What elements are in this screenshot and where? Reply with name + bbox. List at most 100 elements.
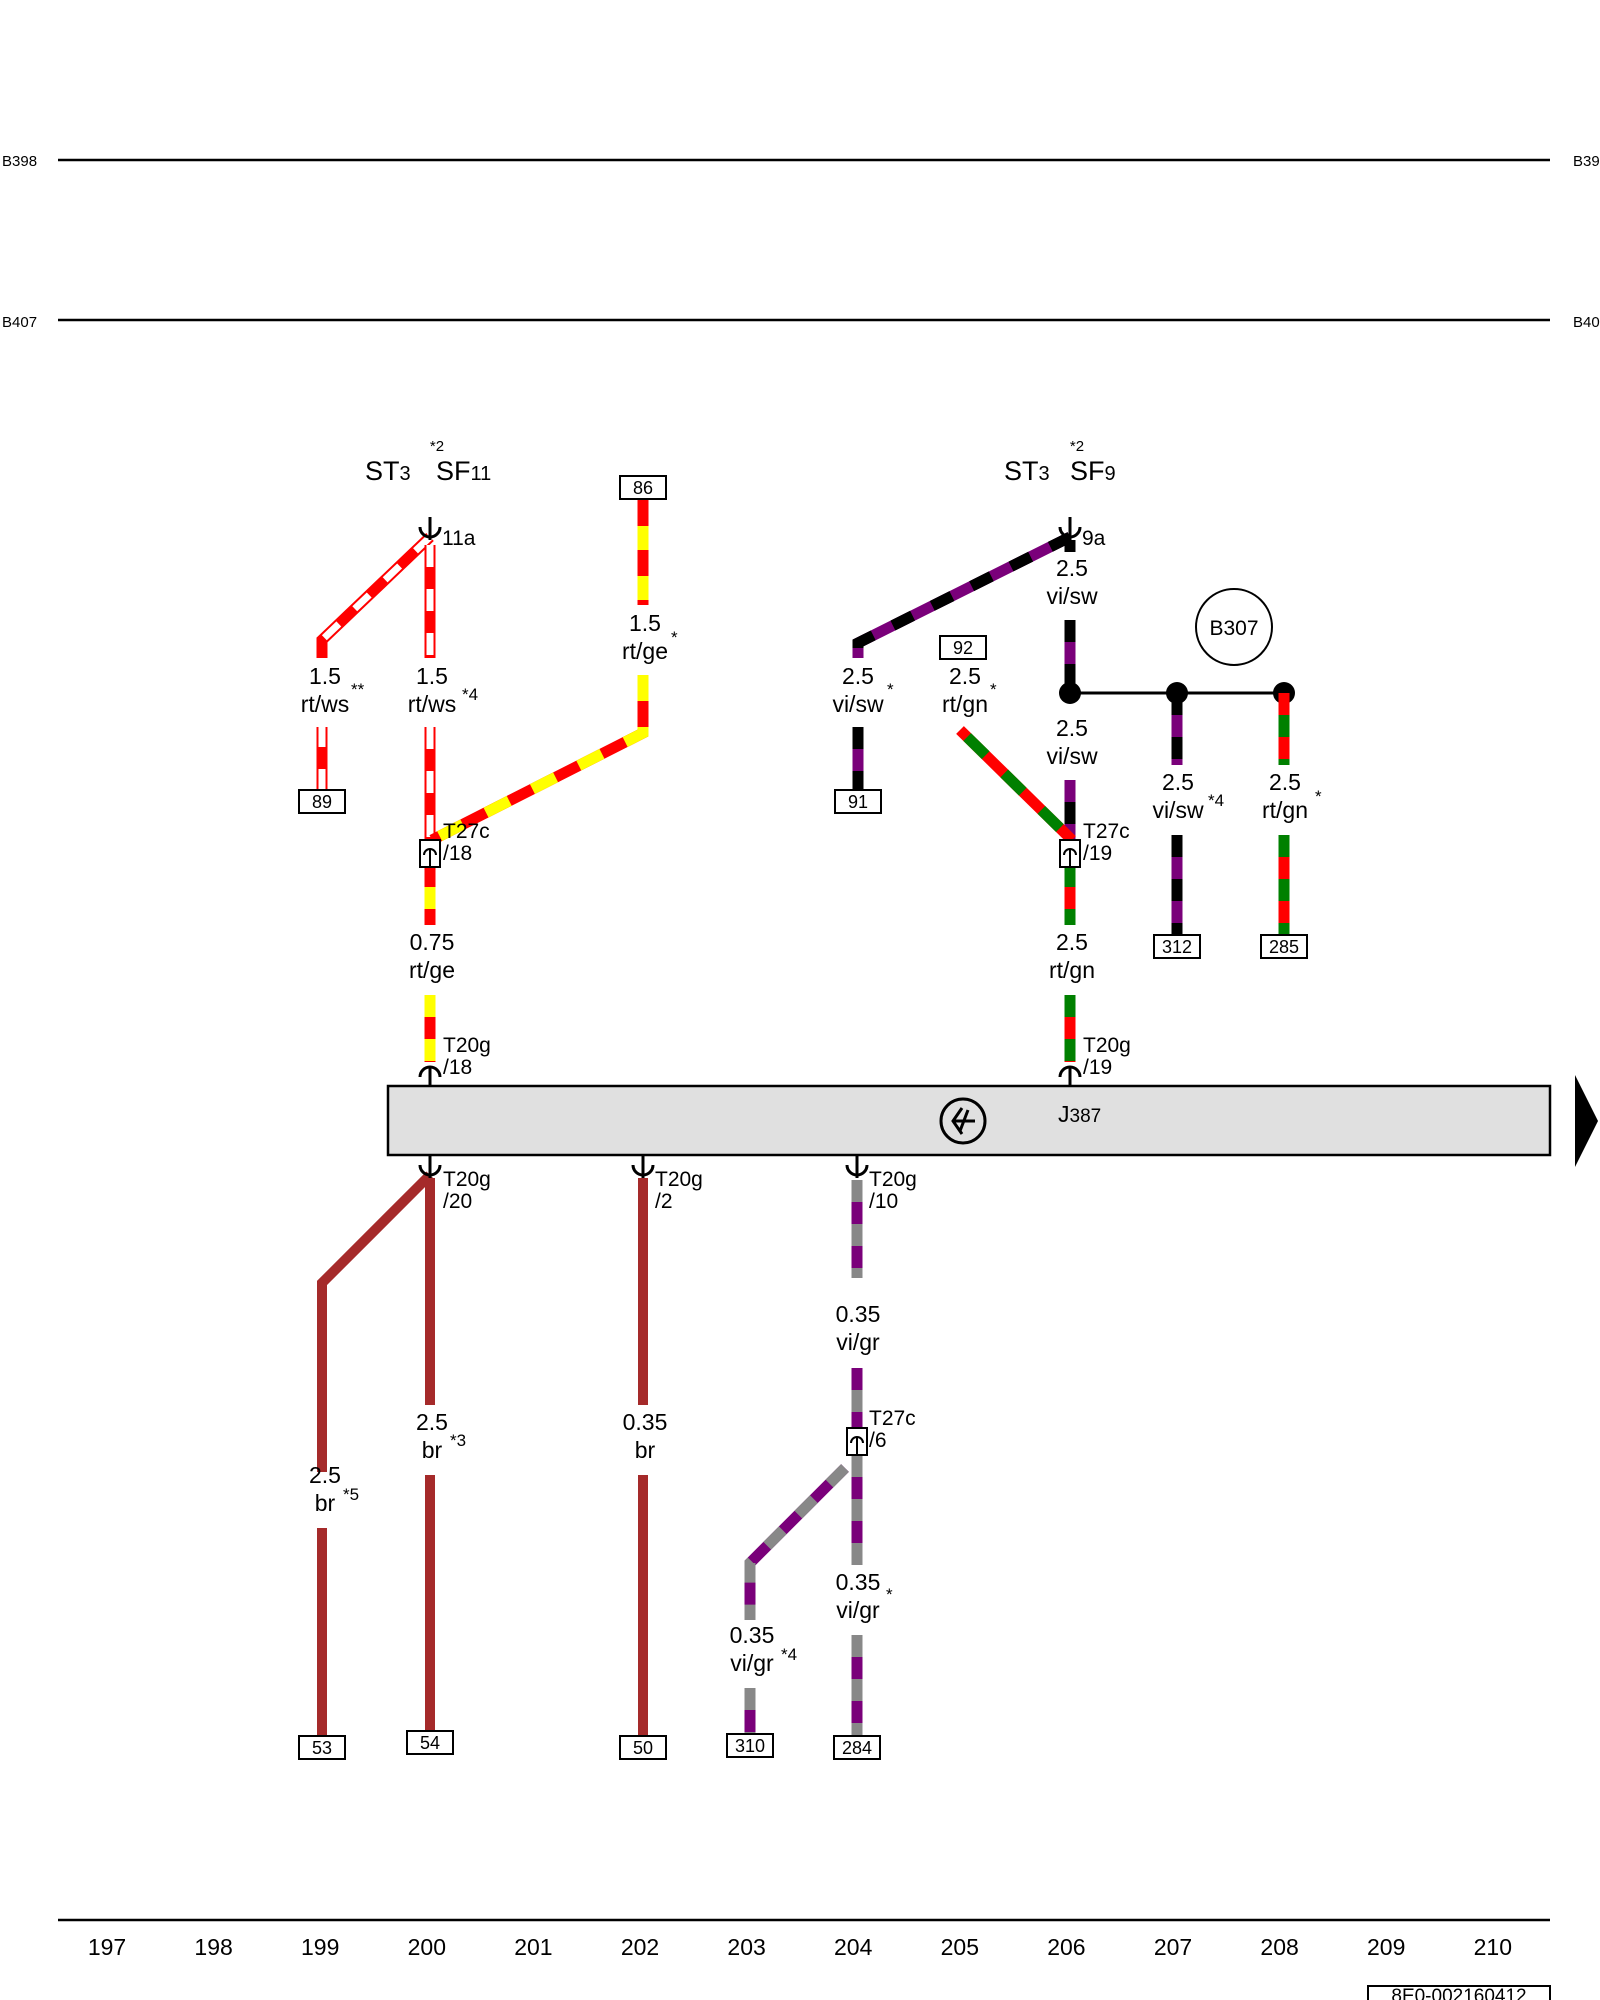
column-number: 200	[408, 1934, 446, 1960]
svg-text:86: 86	[633, 478, 653, 498]
svg-text:2.5: 2.5	[1056, 555, 1088, 581]
connector-t27c-19-label: T27c /19	[1083, 820, 1130, 865]
svg-text:91: 91	[848, 792, 868, 812]
connector-t20g-18-icon	[418, 1065, 442, 1086]
column-number: 210	[1474, 1934, 1512, 1960]
ref-box-91: 91	[834, 789, 882, 814]
svg-text:/19: /19	[1083, 842, 1112, 865]
wire-rt-ge-86	[429, 500, 649, 845]
svg-text:1.5: 1.5	[309, 663, 341, 689]
svg-text:T20g: T20g	[443, 1168, 491, 1191]
svg-text:vi/gr: vi/gr	[836, 1329, 880, 1355]
connector-t20g-20-icon	[418, 1155, 442, 1178]
ref-box-53: 53	[298, 1735, 346, 1760]
svg-text:2.5: 2.5	[949, 663, 981, 689]
connector-t20g-18-label: T20g /18	[443, 1034, 491, 1079]
svg-text:0.35: 0.35	[623, 1409, 668, 1435]
svg-text:rt/gn: rt/gn	[1262, 797, 1308, 823]
svg-text:/18: /18	[443, 1056, 472, 1079]
rail-b398-right-label: B39	[1573, 153, 1600, 170]
column-number: 208	[1260, 1934, 1298, 1960]
connector-box-t27c-19-icon	[1059, 839, 1081, 868]
connector-box-t27c-6-icon	[846, 1427, 868, 1456]
svg-text:/18: /18	[443, 842, 472, 865]
column-number: 197	[88, 1934, 126, 1960]
wire-label-w2: 1.5 rt/ws *4	[408, 663, 478, 717]
column-number: 209	[1367, 1934, 1405, 1960]
svg-text:*: *	[887, 680, 894, 699]
fuse-sf9-st: ST3	[1004, 456, 1050, 486]
wire-label-w16: 0.35 vi/gr *4	[730, 1622, 797, 1676]
wire-label-w7: 2.5 rt/gn *	[942, 663, 997, 717]
wire-label-w3: 1.5 rt/ge *	[622, 610, 678, 664]
svg-text:vi/gr: vi/gr	[730, 1650, 774, 1676]
svg-text:54: 54	[420, 1733, 440, 1753]
svg-text:2.5: 2.5	[1162, 769, 1194, 795]
svg-text:1.5: 1.5	[629, 610, 661, 636]
column-number: 206	[1047, 1934, 1085, 1960]
electronic-component-icon	[939, 1097, 987, 1145]
ref-box-285: 285	[1260, 934, 1308, 959]
wire-label-w4: 0.75 rt/ge	[409, 929, 455, 983]
wire-vi-sw-diagonal	[852, 532, 1073, 790]
svg-text:310: 310	[735, 1736, 765, 1756]
connector-t20g-10-icon	[845, 1155, 869, 1178]
svg-text:rt/gn: rt/gn	[1049, 957, 1095, 983]
fuse-sf11-pin: 11a	[442, 527, 476, 550]
column-number: 201	[514, 1934, 552, 1960]
svg-text:50: 50	[633, 1738, 653, 1758]
fuse-sf9-sf: SF9	[1070, 456, 1116, 486]
svg-text:284: 284	[842, 1738, 872, 1758]
svg-text:2.5: 2.5	[1269, 769, 1301, 795]
fuse-sf9: *2 ST3 SF9 9a	[1004, 438, 1116, 550]
svg-text:/20: /20	[443, 1190, 472, 1213]
svg-text:*: *	[990, 680, 997, 699]
svg-text:89: 89	[312, 792, 332, 812]
connector-t27c-6-label: T27c /6	[869, 1407, 916, 1452]
connector-t20g-10-label: T20g /10	[869, 1168, 917, 1213]
ref-box-86: 86	[619, 475, 667, 500]
svg-text:T20g: T20g	[1083, 1034, 1131, 1057]
svg-text:vi/sw: vi/sw	[832, 691, 884, 717]
svg-text:*4: *4	[462, 685, 478, 704]
connector-t27c-18-label: T27c /18	[443, 820, 490, 865]
svg-text:vi/sw: vi/sw	[1046, 743, 1098, 769]
svg-text:312: 312	[1162, 937, 1192, 957]
svg-text:8E0-002160412: 8E0-002160412	[1391, 1986, 1526, 2000]
rail-b407-left-label: B407	[2, 314, 37, 331]
ground-point-label: B307	[1209, 617, 1258, 640]
column-number: 199	[301, 1934, 339, 1960]
control-unit-name: J387	[1058, 1101, 1101, 1127]
wire-rt-ws-diagonal	[316, 533, 434, 790]
svg-text:2.5: 2.5	[309, 1462, 341, 1488]
svg-text:rt/ge: rt/ge	[622, 638, 668, 664]
wire-label-w10: 2.5 rt/gn *	[1262, 769, 1322, 823]
rail-b407-right-label: B40	[1573, 314, 1600, 331]
wire-label-w5: 2.5 vi/sw	[1046, 555, 1098, 609]
fuse-sf9-note: *2	[1070, 438, 1084, 455]
svg-text:T20g: T20g	[443, 1034, 491, 1057]
connector-box-t27c-18-icon	[419, 839, 441, 868]
svg-text:T20g: T20g	[869, 1168, 917, 1191]
fuse-sf11-note: *2	[430, 438, 444, 455]
svg-text:92: 92	[953, 638, 973, 658]
svg-text:vi/sw: vi/sw	[1152, 797, 1204, 823]
control-unit-j387: J387	[386, 1075, 1598, 1167]
svg-text:/10: /10	[869, 1190, 898, 1213]
svg-text:rt/gn: rt/gn	[942, 691, 988, 717]
continuation-arrow-icon	[1575, 1075, 1598, 1167]
wire-label-w11: 2.5 rt/gn	[1049, 929, 1095, 983]
svg-text:53: 53	[312, 1738, 332, 1758]
column-number: 202	[621, 1934, 659, 1960]
svg-text:vi/gr: vi/gr	[836, 1597, 880, 1623]
wire-label-w17: 0.35 vi/gr *	[836, 1569, 893, 1623]
svg-text:br: br	[315, 1490, 336, 1516]
svg-text:*4: *4	[1208, 791, 1224, 810]
svg-text:/19: /19	[1083, 1056, 1112, 1079]
svg-text:T27c: T27c	[443, 820, 490, 843]
svg-text:*: *	[886, 1585, 893, 1604]
ref-box-89: 89	[298, 789, 346, 814]
wire-br-diagonal	[317, 1171, 434, 1738]
svg-text:T20g: T20g	[655, 1168, 703, 1191]
